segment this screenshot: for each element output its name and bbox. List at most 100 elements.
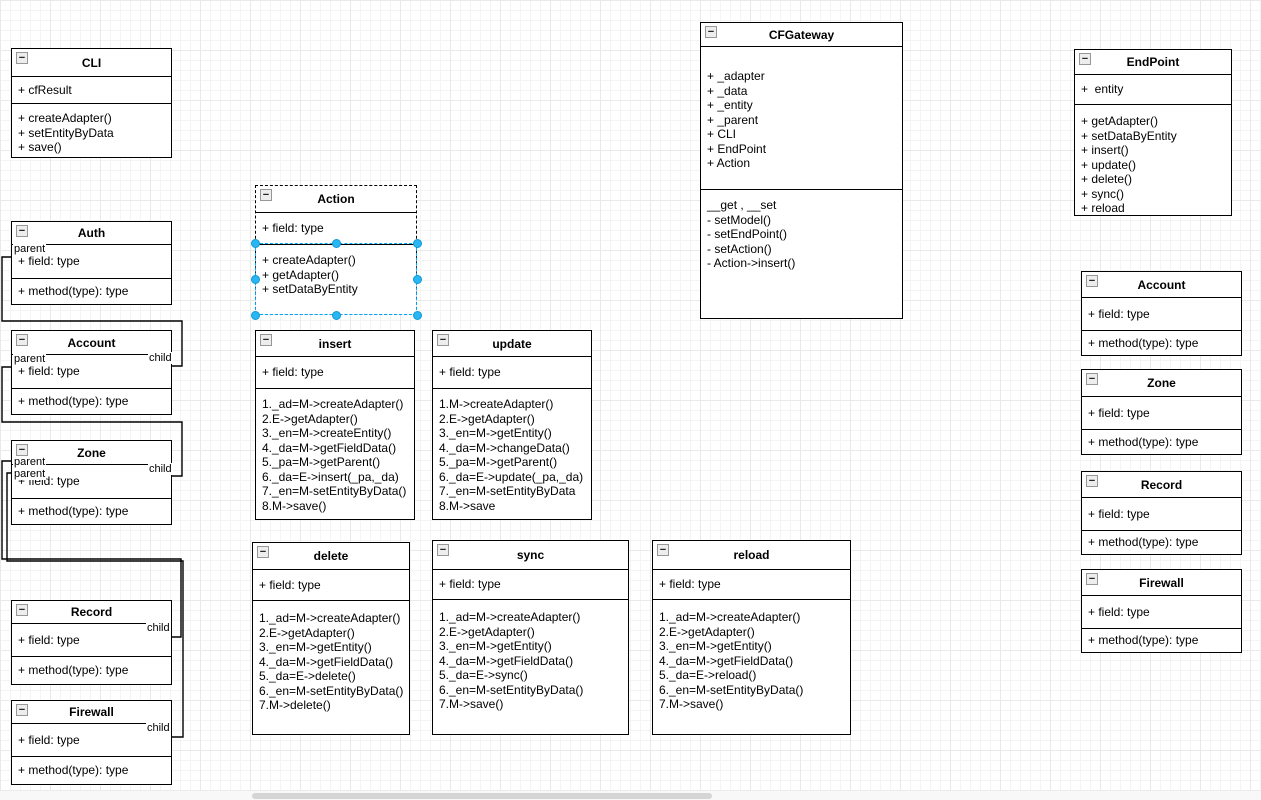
relationship-edge-zone-record[interactable] [1, 460, 182, 638]
method-line: 7.M->save() [439, 697, 504, 711]
class-box-account-left[interactable]: −Account+ field: type+ method(type): typ… [11, 330, 172, 415]
fields-section: + field: type [653, 569, 850, 599]
method-line: 5._da=E->sync() [439, 668, 528, 682]
class-box-firewall-right[interactable]: −Firewall+ field: type+ method(type): ty… [1081, 569, 1242, 653]
methods-section: + method(type): type [12, 756, 171, 784]
methods-section: 1.M->createAdapter()2.E->getAdapter()3._… [433, 388, 591, 519]
edge-label-child[interactable]: child [146, 622, 171, 634]
class-box-record-left[interactable]: −Record+ field: type+ method(type): type [11, 600, 172, 685]
field-line: + _entity [707, 98, 753, 112]
method-line: 3._en=M->createEntity() [262, 426, 392, 440]
collapse-icon[interactable]: − [1086, 573, 1098, 585]
collapse-icon[interactable]: − [260, 189, 272, 201]
collapse-icon[interactable]: − [705, 26, 717, 38]
collapse-icon[interactable]: − [437, 544, 449, 556]
method-line: 1._ad=M->createAdapter() [262, 397, 404, 411]
field-line: + field: type [18, 364, 80, 379]
collapse-icon[interactable]: − [1079, 53, 1091, 65]
class-box-endpoint[interactable]: −EndPoint+ entity+ getAdapter()+ setData… [1074, 49, 1232, 216]
selection-handle[interactable] [250, 274, 260, 284]
field-line: + field: type [18, 632, 80, 647]
collapse-icon[interactable]: − [1086, 275, 1098, 287]
fields-section: + field: type [12, 723, 171, 756]
class-title-bar: − CLI [12, 49, 171, 76]
method-line: 5._da=E->reload() [659, 668, 757, 682]
fields-section: + entity [1075, 74, 1231, 104]
collapse-icon[interactable]: − [260, 334, 272, 346]
field-line: + _data [707, 83, 748, 98]
collapse-icon[interactable]: − [16, 604, 28, 616]
methods-section: + method(type): type [12, 278, 171, 304]
selection-handle[interactable] [412, 274, 422, 284]
class-title: Record [1140, 477, 1183, 492]
method-line: + method(type): type [18, 763, 129, 778]
field-line: + Action [707, 156, 751, 170]
class-box-account-right[interactable]: −Account+ field: type+ method(type): typ… [1081, 271, 1242, 356]
hscrollbar-track[interactable] [0, 790, 1261, 800]
class-box-auth[interactable]: −Auth+ field: type+ method(type): type [11, 221, 172, 305]
edge-label-child[interactable]: child [148, 463, 173, 475]
edge-label-parent[interactable]: parent [13, 468, 47, 480]
collapse-icon[interactable]: − [257, 546, 269, 558]
fields-section: + field: type [256, 356, 414, 388]
edge-label-parent[interactable]: parent [13, 456, 47, 468]
edge-label-parent[interactable]: parent [13, 353, 47, 365]
methods-section: + method(type): type [12, 498, 171, 524]
method-line: 1._ad=M->createAdapter() [439, 610, 581, 624]
selection-handle[interactable] [250, 238, 260, 248]
class-box-zone-right[interactable]: −Zone+ field: type+ method(type): type [1081, 369, 1242, 455]
method-line: + createAdapter() [262, 253, 356, 267]
class-title: Account [67, 335, 116, 350]
method-line: 6._en=M-setEntityByData() [659, 682, 804, 697]
collapse-icon[interactable]: − [1086, 475, 1098, 487]
selection-handle[interactable] [412, 238, 422, 248]
class-box-firewall-left[interactable]: −Firewall + field: type + method(type): ty… [11, 700, 172, 785]
method-line: + method(type): type [1088, 535, 1199, 550]
relationship-edge-auth-account[interactable] [1, 256, 183, 367]
method-line: 6._en=M-setEntityByData() [439, 682, 584, 697]
edge-label-child[interactable]: child [148, 352, 173, 364]
selection-handle[interactable] [412, 310, 422, 320]
method-line: + method(type): type [1088, 633, 1199, 648]
relationship-edge-zone-firewall[interactable] [6, 472, 184, 738]
class-box-record-right[interactable]: − Record + field: type + method(type): type [1081, 471, 1242, 555]
methods-section: 1._ad=M->createAdapter()2.E->getAdapter(… [256, 388, 414, 519]
method-line: 2.E->getAdapter() [659, 624, 755, 639]
relationship-edge-account-zone[interactable] [1, 366, 183, 477]
collapse-icon[interactable]: − [1086, 373, 1098, 385]
collapse-icon[interactable]: − [16, 704, 28, 716]
selection-handle[interactable] [331, 238, 341, 248]
class-box-cfgateway[interactable]: −CFGateway+ _adapter+ _data+ _entity+ _p… [700, 22, 903, 319]
methods-section: 1._ad=M->createAdapter()2.E->getAdapter(… [653, 599, 850, 734]
selection-handle[interactable] [250, 310, 260, 320]
collapse-icon[interactable]: − [16, 52, 28, 64]
method-line: 4._da=M->getFieldData() [659, 653, 794, 668]
class-title-bar: −Firewall [12, 701, 171, 723]
hscrollbar-thumb[interactable] [252, 793, 712, 799]
field-line: + field: type [18, 732, 80, 747]
selection-handle[interactable] [331, 310, 341, 320]
class-box-cli[interactable]: −CLI+ cfResult+ createAdapter()+ setEnti… [11, 48, 172, 158]
class-title: delete [313, 549, 349, 563]
collapse-icon[interactable]: − [437, 334, 449, 346]
class-box-zone-left[interactable]: −Zone+ field: type+ method(type): type [11, 440, 172, 525]
collapse-icon[interactable]: − [16, 334, 28, 346]
collapse-icon[interactable]: − [16, 225, 28, 237]
edge-label-child[interactable]: child [146, 722, 171, 734]
method-line: 6._da=E->insert(_pa,_da) [262, 469, 399, 484]
collapse-icon[interactable]: − [657, 544, 669, 556]
class-title-bar: −Zone [1082, 370, 1241, 396]
field-line: + field: type [1088, 506, 1150, 521]
collapse-icon[interactable]: − [16, 444, 28, 456]
method-line: + save() [18, 140, 62, 154]
methods-section: __get , __set- setModel()- setEndPoint()… [701, 189, 902, 318]
class-title: CLI [81, 55, 102, 70]
class-box-action[interactable]: −Action+ field: type+ createAdapter()+ g… [255, 185, 417, 315]
edge-label-parent[interactable]: parent [13, 243, 47, 255]
